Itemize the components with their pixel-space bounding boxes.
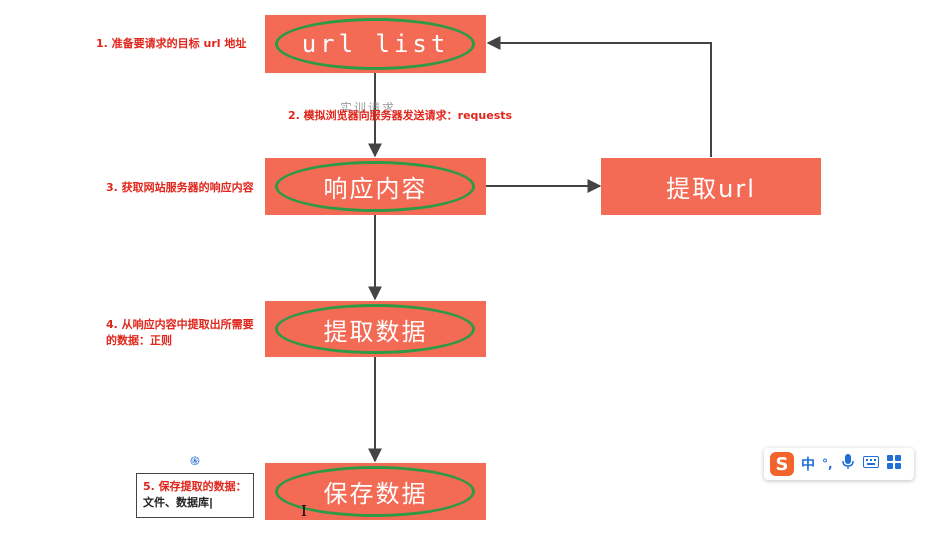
node-save-data-label: 保存数据 [323, 480, 428, 508]
node-extract-data-label: 提取数据 [323, 317, 428, 346]
highlight-ellipse [275, 18, 475, 70]
highlight-ellipse [275, 161, 475, 212]
ibeam-cursor-icon: I [301, 502, 307, 520]
step5-note-box[interactable]: 5. 保存提取的数据： 文件、数据库| [136, 473, 254, 518]
mic-icon[interactable] [840, 454, 856, 474]
ime-mode-toggle[interactable]: 中 [801, 457, 815, 473]
loading-swirl-icon: ֍ [190, 454, 200, 468]
keyboard-icon[interactable] [862, 456, 879, 472]
node-response: 响应内容 [265, 158, 486, 215]
node-response-label: 响应内容 [323, 175, 428, 203]
annotation-step2: 2. 模拟浏览器向服务器发送请求：requests [288, 109, 513, 122]
node-extract-url-label: 提取url [666, 175, 756, 203]
node-url-list: url list [265, 15, 486, 73]
grid-icon[interactable] [886, 455, 902, 473]
annotation-step4-line1: 4. 从响应内容中提取出所需要 [106, 318, 254, 331]
highlight-ellipse [275, 466, 475, 517]
annotation-step1: 1. 准备要请求的目标 url 地址 [96, 37, 247, 50]
node-extract-data: 提取数据 [265, 301, 486, 357]
annotation-step2-faint: 实训请求 [340, 101, 397, 115]
annotation-step4-line2: 的数据：正则 [106, 334, 172, 347]
highlight-ellipse [275, 304, 475, 354]
node-url-list-label: url list [301, 30, 450, 58]
annotation-step5-line1: 5. 保存提取的数据： [143, 480, 247, 493]
sogou-logo-icon[interactable]: S [770, 452, 794, 476]
annotation-step3: 3. 获取网站服务器的响应内容 [106, 181, 254, 194]
annotation-step5-line2: 文件、数据库| [143, 495, 213, 511]
arrow-extract-url-to-urllist [486, 36, 712, 157]
node-save-data: 保存数据 [265, 463, 486, 520]
ime-toolbar[interactable]: S 中 °, [764, 448, 914, 480]
annotation-step5-line2-text: 文件、数据库 [143, 496, 209, 509]
ime-punctuation-toggle[interactable]: °, [822, 457, 833, 471]
text-caret: | [209, 496, 214, 509]
node-extract-url: 提取url [601, 158, 821, 215]
